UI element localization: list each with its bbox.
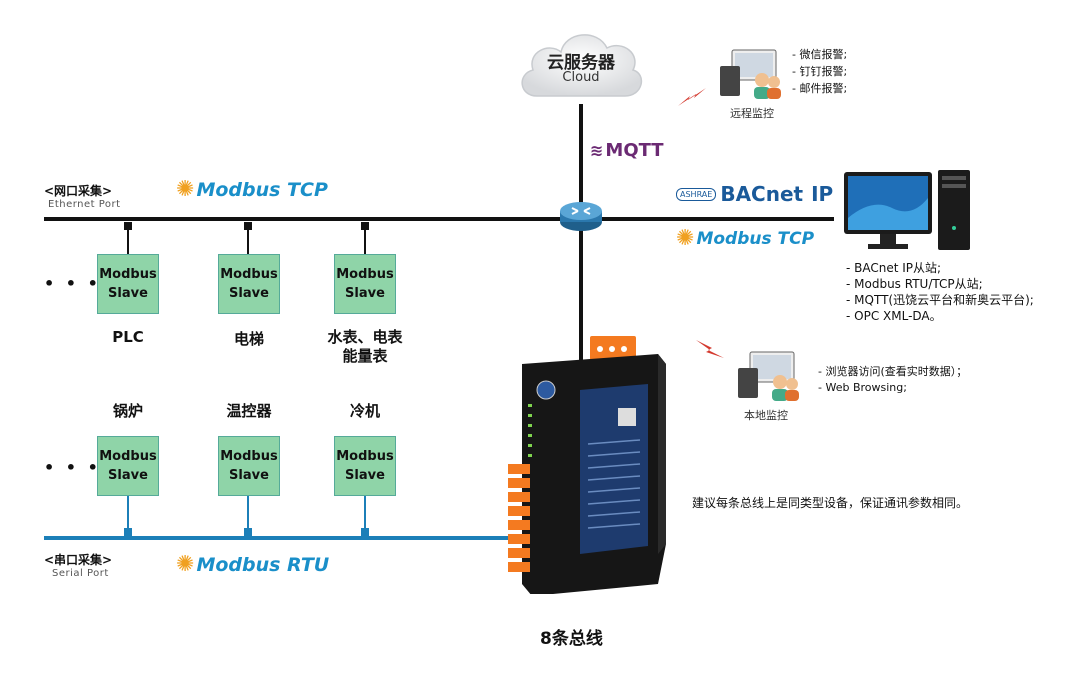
remote-item: - 微信报警; — [792, 48, 848, 61]
drop-line — [364, 496, 366, 528]
more-devices-top: • • • — [44, 274, 101, 293]
bus-connector — [124, 528, 132, 536]
device-label-thermostat: 温控器 — [226, 402, 272, 420]
cloud-subtitle: Cloud — [562, 70, 600, 85]
cloud: 云服务器 Cloud — [515, 22, 647, 106]
remote-item: - 邮件报警; — [792, 82, 848, 95]
local-monitor-label: 本地监控 — [744, 409, 788, 422]
device-label-plc: PLC — [112, 328, 144, 346]
uplink-line — [579, 104, 583, 360]
drop-line — [127, 496, 129, 528]
bus-connector — [361, 528, 369, 536]
modbus-logo-icon: ✺ — [176, 552, 195, 577]
device-label-chiller: 冷机 — [349, 402, 380, 420]
modbus-logo-icon: ✺ — [676, 226, 695, 251]
device-label-elevator: 电梯 — [233, 330, 264, 348]
more-devices-bottom: • • • — [44, 458, 101, 477]
local-access-list: - 浏览器访问(查看实时数据）； - Web Browsing; — [818, 364, 967, 396]
drop-line — [247, 228, 249, 254]
drop-line — [364, 228, 366, 254]
lightning-icon — [678, 88, 706, 106]
lightning-icon — [696, 340, 724, 358]
local-monitor-icon — [736, 348, 806, 404]
pc-feature: - BACnet IP从站; — [846, 261, 942, 275]
drop-line — [247, 496, 249, 528]
serial-port-subtitle: Serial Port — [52, 568, 109, 579]
remote-item: - 钉钉报警; — [792, 65, 848, 78]
drop-line — [127, 228, 129, 254]
bus-caption: 8条总线 — [540, 629, 603, 649]
bus-connector — [244, 528, 252, 536]
wifi-icon: ≋ — [590, 141, 604, 160]
pc-feature: - Modbus RTU/TCP从站; — [846, 277, 983, 291]
bacnet-logo: ASHRAE BACnet IP — [676, 182, 833, 206]
ethernet-port-title: <网口采集> — [44, 184, 113, 198]
bus-note: 建议每条总线上是同类型设备，保证通讯参数相同。 — [692, 496, 969, 510]
modbus-tcp-logo: ✺ Modbus TCP — [176, 177, 328, 202]
serial-port-title: <串口采集> — [44, 553, 113, 567]
local-item: - Web Browsing; — [818, 381, 907, 394]
gateway-device — [508, 334, 668, 596]
right-modbus-tcp-logo: ✺ Modbus TCP — [676, 226, 815, 251]
pc-feature-list: - BACnet IP从站; - Modbus RTU/TCP从站; - MQT… — [846, 260, 1034, 324]
rtu-bus — [44, 536, 520, 540]
bus-connector — [124, 222, 132, 230]
remote-monitor-label: 远程监控 — [730, 107, 774, 120]
remote-alarm-list: - 微信报警; - 钉钉报警; - 邮件报警; — [792, 46, 847, 97]
pc-feature: - MQTT(迅饶云平台和新奥云平台); — [846, 293, 1034, 307]
pc-feature: - OPC XML-DA。 — [846, 309, 942, 323]
ethernet-bus — [44, 217, 834, 221]
bus-connector — [244, 222, 252, 230]
router-icon — [558, 198, 604, 234]
modbus-logo-icon: ✺ — [176, 177, 195, 202]
bus-connector — [361, 222, 369, 230]
device-label-boiler: 锅炉 — [112, 402, 143, 420]
remote-monitor-icon — [718, 46, 788, 102]
device-label-meter: 水表、电表 能量表 — [327, 328, 403, 365]
local-item: - 浏览器访问(查看实时数据）； — [818, 365, 968, 378]
ashrae-icon: ASHRAE — [676, 187, 717, 201]
cloud-icon — [521, 34, 643, 97]
cloud-title: 云服务器 — [547, 53, 615, 73]
ethernet-port-subtitle: Ethernet Port — [48, 199, 121, 210]
mqtt-label: ≋ MQTT — [590, 140, 664, 161]
modbus-rtu-logo: ✺ Modbus RTU — [176, 552, 330, 577]
pc-icon — [842, 168, 972, 254]
